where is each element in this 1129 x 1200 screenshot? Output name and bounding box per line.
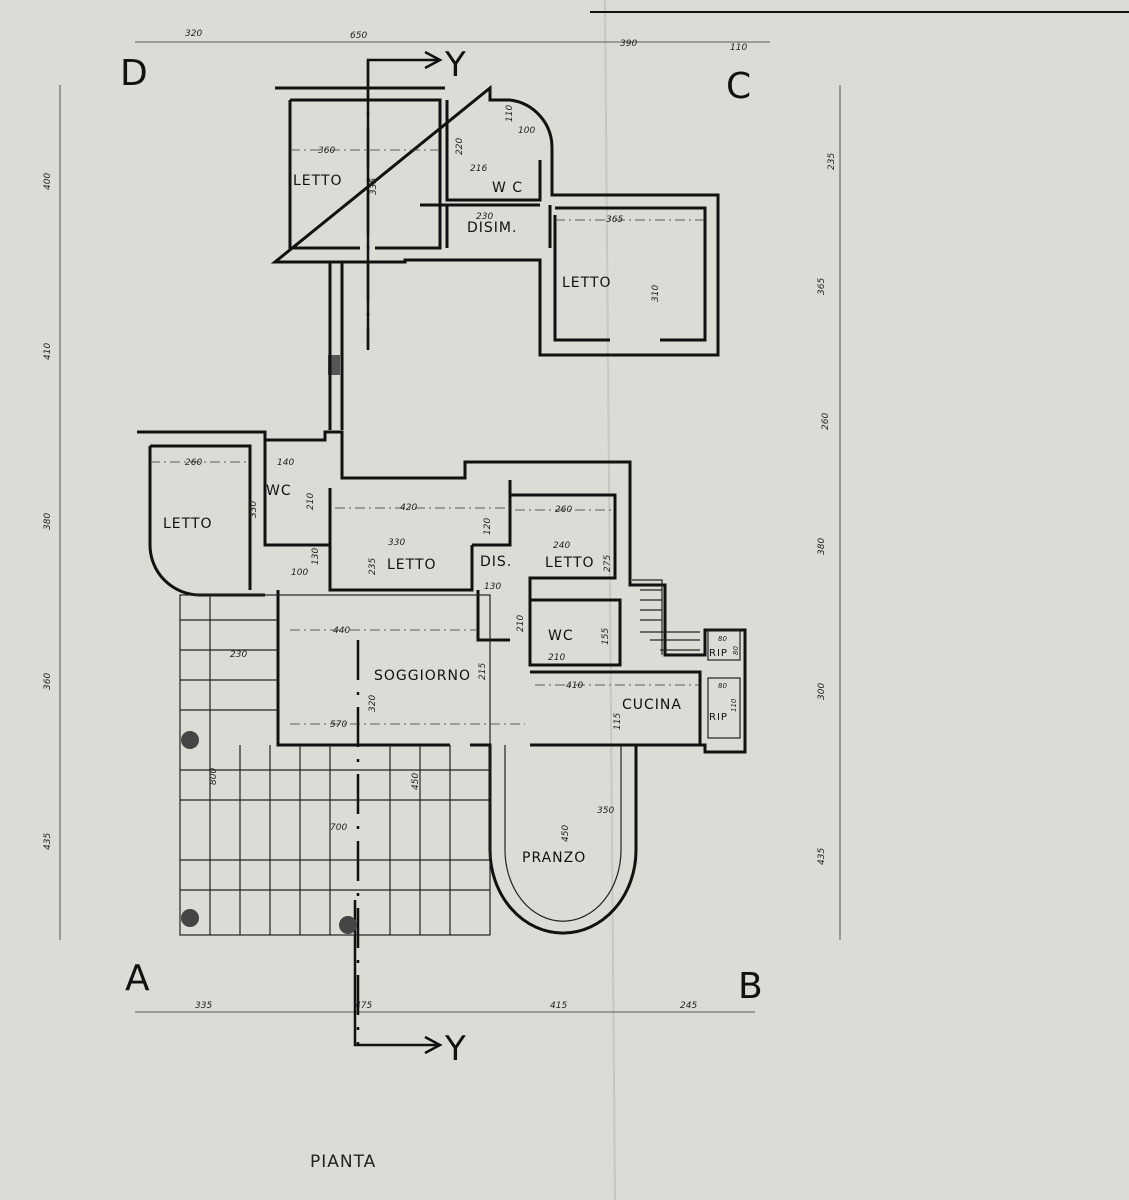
room-letto-right: LETTO (545, 555, 595, 571)
room-cucina: CUCINA (622, 697, 682, 713)
room-disimpegno: DISIM. (467, 220, 517, 236)
dim-inner: 100 (291, 568, 308, 578)
dim-inner: 365 (606, 215, 623, 225)
dim-inner: 110 (505, 105, 515, 122)
dim-inner: 260 (185, 458, 202, 468)
dim-inner: 350 (597, 806, 614, 816)
dim-inner: 230 (476, 212, 493, 222)
dim-bottom-1: 335 (195, 1001, 212, 1011)
dim-inner: 115 (613, 713, 623, 730)
dim-inner: 80 (732, 646, 740, 655)
dim-left-5: 435 (43, 833, 53, 850)
dim-inner: 320 (368, 695, 378, 712)
room-letto-top-left: LETTO (293, 173, 343, 189)
terrace-paving (179, 579, 700, 936)
dim-inner: 155 (601, 628, 611, 645)
dim-left-4: 360 (43, 673, 53, 690)
dim-right-5: 300 (817, 683, 827, 700)
dim-right-2: 365 (817, 278, 827, 295)
room-pranzo: PRANZO (522, 850, 586, 866)
dim-inner: 210 (548, 653, 565, 663)
room-disimpegno-lower: DIS. (480, 554, 512, 570)
dim-inner: 110 (730, 698, 738, 712)
dim-bottom-2: 475 (355, 1001, 372, 1011)
dim-left-1: 400 (43, 173, 53, 190)
dim-right-1: 235 (827, 153, 837, 170)
dim-top-2: 650 (350, 31, 367, 41)
column-round (181, 909, 199, 927)
dim-right-6: 435 (817, 848, 827, 865)
room-soggiorno: SOGGIORNO (374, 668, 471, 684)
dim-left-3: 380 (43, 513, 53, 530)
corner-b: B (738, 966, 763, 1007)
column-round (181, 731, 199, 749)
room-letto-left: LETTO (163, 516, 213, 532)
room-ripostiglio-2: RIP (709, 712, 728, 723)
dim-inner: 215 (478, 663, 488, 680)
dims-right: 235 365 260 380 300 435 (817, 153, 837, 865)
corner-c: C (726, 66, 751, 107)
dim-inner: 120 (483, 518, 493, 535)
dim-left-2: 410 (43, 343, 53, 360)
dim-bottom-3: 415 (550, 1001, 567, 1011)
inner-dimensions: 360 335 220 216 110 100 230 365 310 260 … (150, 105, 740, 842)
dim-inner: 216 (470, 164, 487, 174)
dim-inner: 330 (249, 501, 259, 518)
dimension-lines (59, 41, 841, 1013)
dim-inner: 330 (388, 538, 405, 548)
dim-inner: 800 (209, 768, 219, 785)
dim-top-1: 320 (185, 29, 202, 39)
dim-inner: 440 (333, 626, 350, 636)
dim-inner: 700 (330, 823, 347, 833)
room-wc-right: WC (548, 628, 574, 644)
section-line-y (353, 50, 443, 1055)
dim-inner: 335 (369, 178, 379, 195)
dim-inner: 100 (518, 126, 535, 136)
dim-top-3: 390 (620, 39, 637, 49)
dim-inner: 130 (484, 582, 501, 592)
dim-inner: 235 (368, 558, 378, 575)
dim-right-3: 260 (821, 413, 831, 430)
room-letto-center: LETTO (387, 557, 437, 573)
dim-inner: 80 (718, 682, 727, 690)
corner-d: D (120, 53, 148, 94)
drawing-title: PIANTA (310, 1152, 376, 1172)
section-marker-bottom: Y (444, 1029, 466, 1069)
dim-right-4: 380 (817, 538, 827, 555)
room-wc-top: W C (492, 180, 523, 196)
dim-inner: 140 (277, 458, 294, 468)
corner-a: A (125, 958, 150, 999)
dim-inner: 310 (651, 285, 661, 302)
column-round (339, 916, 357, 934)
dim-inner: 210 (516, 615, 526, 632)
dim-inner: 130 (311, 548, 321, 565)
dim-bottom-4: 245 (680, 1001, 697, 1011)
dim-inner: 410 (566, 681, 583, 691)
dim-inner: 570 (330, 720, 347, 730)
dim-inner: 80 (718, 635, 727, 643)
dim-top-4: 110 (730, 43, 747, 53)
dim-inner: 210 (306, 493, 316, 510)
room-letto-top-right: LETTO (562, 275, 612, 291)
dim-inner: 360 (318, 146, 335, 156)
upper-wing-walls (270, 84, 720, 430)
dims-left: 400 410 380 360 435 (43, 173, 53, 850)
dim-inner: 275 (603, 555, 613, 572)
dim-inner: 450 (561, 825, 571, 842)
section-marker-top: Y (444, 45, 466, 85)
dim-inner: 450 (411, 773, 421, 790)
room-ripostiglio-1: RIP (709, 648, 728, 659)
dim-inner: 260 (555, 505, 572, 515)
dim-inner: 420 (400, 503, 417, 513)
dim-inner: 220 (455, 138, 465, 155)
dim-inner: 230 (230, 650, 247, 660)
dim-inner: 240 (553, 541, 570, 551)
room-wc-left: WC (266, 483, 292, 499)
